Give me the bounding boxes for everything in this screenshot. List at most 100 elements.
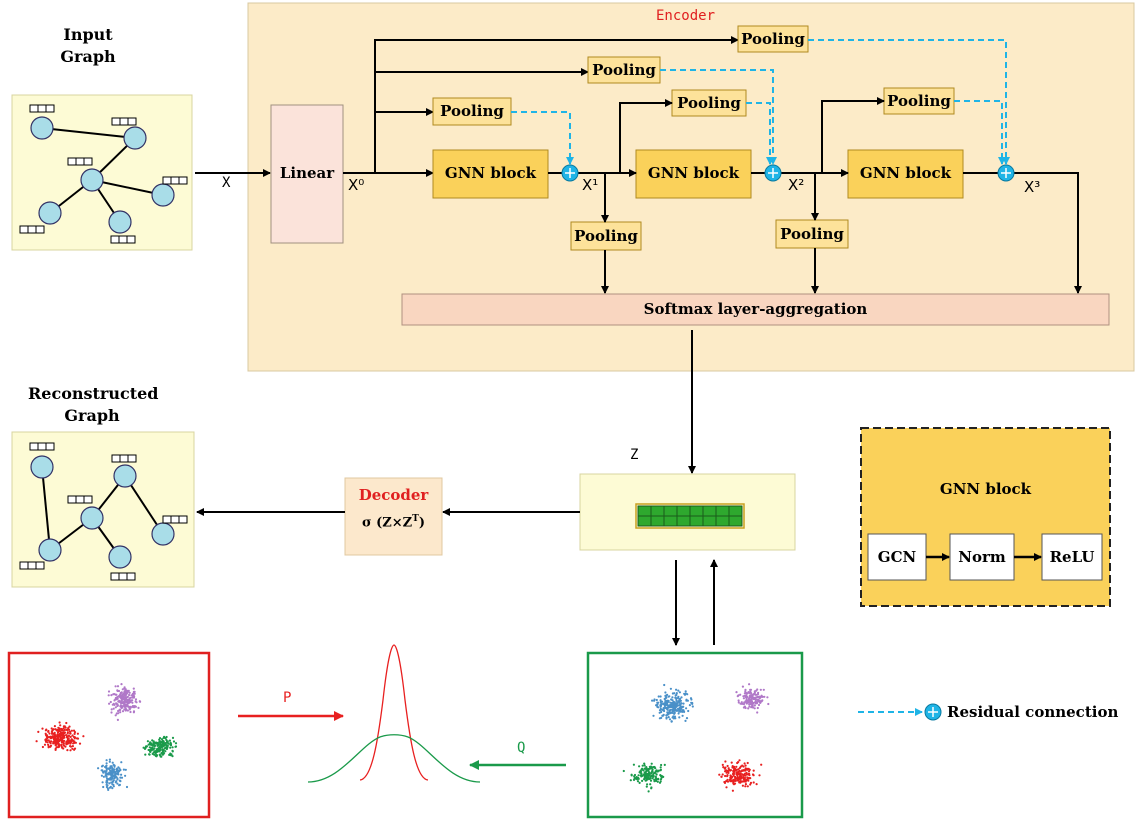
scatter-panel-p <box>7 651 211 819</box>
scatter-dot <box>70 729 73 732</box>
scatter-dot <box>78 742 82 745</box>
scatter-dot <box>756 688 759 691</box>
scatter-dot <box>104 766 108 769</box>
scatter-dot <box>54 747 57 750</box>
scatter-dot <box>109 770 112 773</box>
scatter-dot <box>50 727 53 730</box>
scatter-dot <box>73 748 76 751</box>
scatter-dot <box>125 703 129 706</box>
p-distribution-curve <box>359 644 429 781</box>
q-label: Q <box>517 740 526 756</box>
scatter-dot <box>741 685 745 688</box>
scatter-dot <box>673 715 677 718</box>
scatter-dot <box>110 694 113 697</box>
scatter-dot <box>82 735 85 738</box>
scatter-dot <box>144 745 147 748</box>
scatter-dot <box>116 689 119 693</box>
scatter-dot <box>740 777 743 780</box>
scatter-dot <box>114 772 117 775</box>
scatter-dot <box>58 740 61 743</box>
scatter-dot <box>53 731 56 735</box>
scatter-dot <box>41 727 44 730</box>
scatter-dot <box>649 779 653 782</box>
scatter-dot <box>651 770 654 773</box>
scatter-dot <box>630 774 633 777</box>
scatter-dot <box>67 734 70 737</box>
decoder-formula-prefix: σ (Z×Z <box>362 515 413 531</box>
scatter-dot <box>747 767 750 771</box>
decoder-formula-suffix: ) <box>418 515 425 531</box>
scatter-dot <box>746 761 749 765</box>
scatter-dot <box>104 771 107 775</box>
scatter-dot <box>116 778 119 781</box>
scatter-dot <box>52 728 55 731</box>
x2-label: X² <box>788 176 805 194</box>
scatter-dot <box>120 761 123 764</box>
scatter-dot <box>737 694 740 697</box>
scatter-dot <box>121 710 125 713</box>
scatter-dot <box>119 700 122 703</box>
scatter-dot <box>739 693 742 696</box>
scatter-dot <box>105 775 108 778</box>
scatter-dot <box>172 740 176 743</box>
scatter-dot <box>111 776 114 779</box>
scatter-dot <box>671 706 674 709</box>
scatter-dot <box>749 700 752 703</box>
scatter-dot <box>116 703 119 706</box>
scatter-dot <box>671 711 674 714</box>
scatter-dot <box>105 764 108 767</box>
scatter-dot <box>54 742 57 745</box>
scatter-dot <box>110 711 113 714</box>
scatter-dot <box>659 704 663 708</box>
scatter-dot <box>171 749 174 752</box>
scatter-dot <box>654 775 657 778</box>
scatter-dot <box>115 767 118 770</box>
scatter-dot <box>651 699 654 702</box>
scatter-dot <box>105 759 108 762</box>
scatter-dot <box>686 699 690 702</box>
scatter-dot <box>743 762 746 765</box>
scatter-dot <box>120 691 123 694</box>
scatter-dot <box>721 763 724 767</box>
scatter-dot <box>108 760 111 763</box>
scatter-dot <box>118 709 121 712</box>
scatter-dot <box>131 701 134 704</box>
scatter-dot <box>109 766 112 770</box>
scatter-dot <box>682 709 685 712</box>
scatter-dot <box>645 785 648 788</box>
scatter-dot <box>745 771 748 774</box>
scatter-dot <box>744 767 747 770</box>
scatter-dot <box>767 702 770 706</box>
scatter-dot <box>731 789 735 792</box>
scatter-dot <box>158 738 161 741</box>
scatter-dot <box>133 692 136 695</box>
scatter-dot <box>144 753 147 756</box>
scatter-dot <box>110 781 113 784</box>
scatter-dot <box>753 692 756 695</box>
scatter-dot <box>43 743 47 746</box>
scatter-dot <box>677 689 680 692</box>
scatter-dot <box>47 743 50 746</box>
scatter-dot <box>120 698 124 701</box>
scatter-dot <box>749 702 752 705</box>
scatter-dot <box>160 738 164 741</box>
scatter-dot <box>632 778 636 782</box>
linear-label: Linear <box>279 164 335 182</box>
scatter-dot <box>731 766 734 769</box>
scatter-dot <box>159 754 162 757</box>
scatter-dot <box>684 690 687 693</box>
scatter-dot <box>725 771 728 774</box>
scatter-dot <box>755 701 758 705</box>
scatter-dot <box>58 732 62 736</box>
scatter-dot <box>738 766 742 770</box>
scatter-dot <box>157 742 160 746</box>
scatter-dot <box>666 711 669 714</box>
scatter-dot <box>721 773 724 776</box>
scatter-dot <box>115 712 118 715</box>
scatter-dot <box>656 780 659 783</box>
scatter-dot <box>738 777 741 780</box>
scatter-dot <box>115 780 118 783</box>
scatter-dot <box>166 740 169 744</box>
scatter-dot <box>66 728 69 732</box>
scatter-dot <box>659 695 662 698</box>
